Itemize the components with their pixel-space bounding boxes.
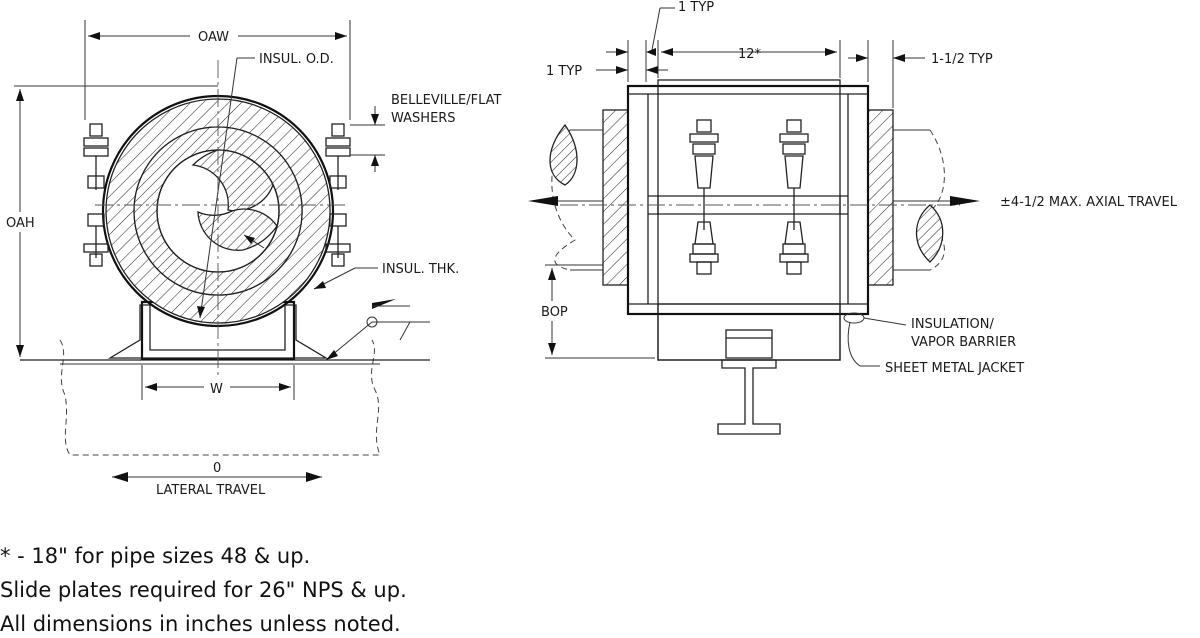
pipe-hatch-lower bbox=[197, 208, 278, 251]
lateral-travel-label: LATERAL TRAVEL bbox=[156, 483, 266, 498]
lateral-travel-value: 0 bbox=[213, 461, 221, 476]
axial-travel-label: ±4-1/2 MAX. AXIAL TRAVEL bbox=[1000, 195, 1178, 210]
belleville-label-line2: WASHERS bbox=[391, 111, 456, 126]
one-typ-left-label: 1 TYP bbox=[546, 64, 582, 79]
insulation-label-line1: INSULATION/ bbox=[911, 317, 994, 332]
i-beam bbox=[717, 359, 781, 435]
support-beam-outline bbox=[59, 339, 381, 456]
bop-label: BOP bbox=[541, 305, 568, 320]
note-3: All dimensions in inches unless noted. bbox=[0, 612, 401, 636]
bolt-right bbox=[325, 123, 351, 267]
w-label: W bbox=[210, 382, 223, 397]
clamp-inner bbox=[657, 79, 841, 361]
cross-section-view: OAW OAH INSUL. O.D. BELLEVILLE/FLAT WASH… bbox=[2, 20, 502, 498]
bolt-assembly-1 bbox=[689, 119, 719, 275]
note-2: Slide plates required for 26" NPS & up. bbox=[0, 578, 407, 602]
pipe-left-end bbox=[551, 129, 576, 271]
side-elevation-view: ±4-1/2 MAX. AXIAL TRAVEL 1 TYP 12* 1 TYP… bbox=[528, 0, 1178, 435]
bolt-left bbox=[83, 123, 109, 267]
oaw-label: OAW bbox=[198, 30, 229, 45]
insulation-block-right bbox=[867, 109, 894, 286]
shoe-base bbox=[657, 303, 841, 361]
one-half-typ-label: 1-1/2 TYP bbox=[931, 52, 993, 67]
bolt-assembly-2 bbox=[779, 119, 809, 275]
clamp-outer bbox=[626, 84, 870, 316]
one-typ-top-label: 1 TYP bbox=[678, 0, 714, 15]
sheet-metal-label: SHEET METAL JACKET bbox=[885, 361, 1024, 376]
oah-label: OAH bbox=[6, 216, 35, 231]
insulation-block-left bbox=[602, 109, 629, 286]
twelve-label: 12* bbox=[738, 47, 762, 62]
insul-thk-label: INSUL. THK. bbox=[382, 262, 459, 277]
notes: * - 18" for pipe sizes 48 & up. Slide pl… bbox=[0, 544, 407, 636]
insulation-label-line2: VAPOR BARRIER bbox=[911, 335, 1016, 350]
note-1: * - 18" for pipe sizes 48 & up. bbox=[0, 544, 310, 568]
insul-od-label: INSUL. O.D. bbox=[259, 52, 334, 67]
slide-plate bbox=[725, 329, 773, 359]
saddle-plate bbox=[107, 304, 329, 359]
belleville-label-line1: BELLEVILLE/FLAT bbox=[391, 93, 502, 108]
